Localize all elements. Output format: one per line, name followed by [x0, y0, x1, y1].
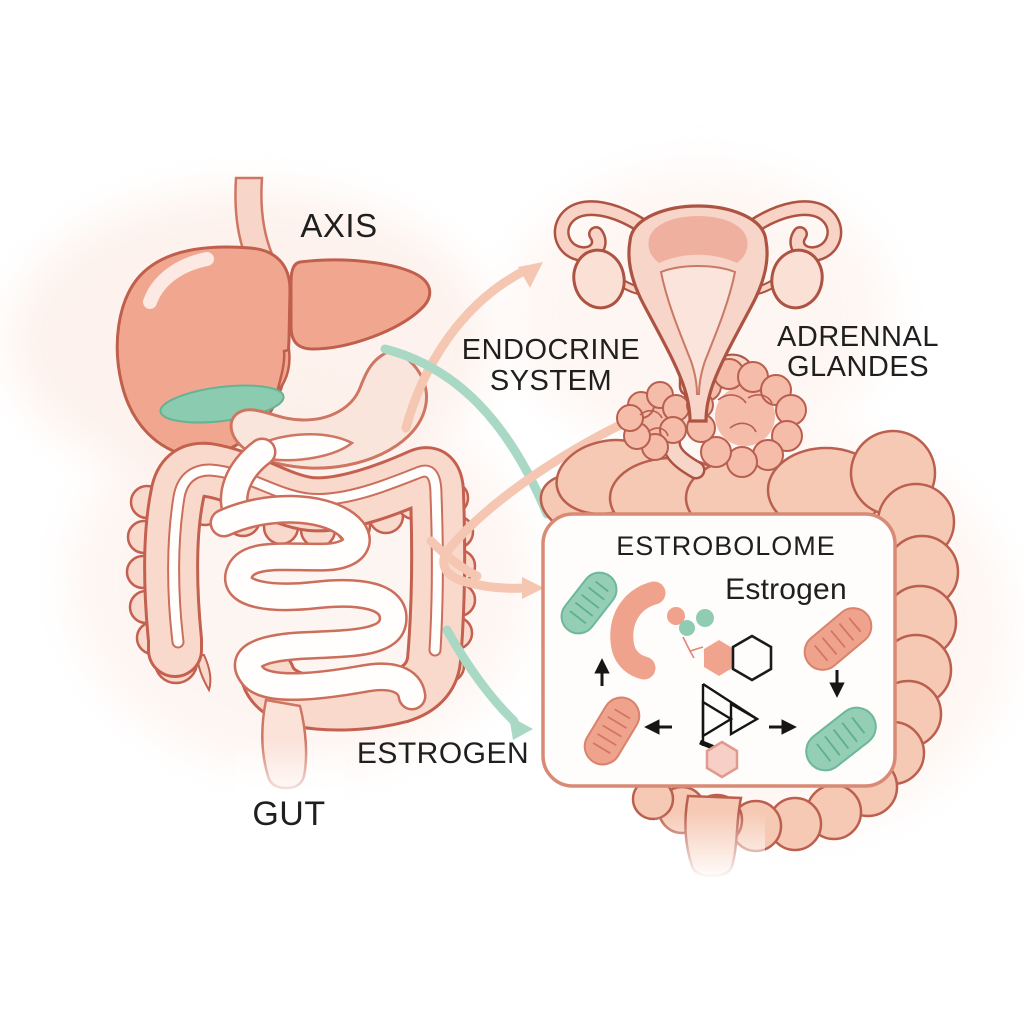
- adrenal-gland-squiggle-left: [616, 381, 690, 461]
- teal-arrowhead: [509, 716, 533, 740]
- uterus-fundus-band: [648, 216, 748, 263]
- estrogen-label-box: Estrogen: [725, 573, 847, 606]
- estrobolome-title: ESTROBOLOME: [616, 531, 836, 561]
- ovary-left: [572, 248, 626, 310]
- salmon-arrow-gut-to-uterus: [401, 267, 527, 433]
- estrogen-label: ESTROGEN: [356, 737, 530, 770]
- teal-dot: [696, 609, 714, 627]
- small-intestine: [209, 437, 427, 711]
- salmon-arrow-branch: [426, 536, 482, 581]
- uterus: [553, 200, 843, 423]
- salmon-arrow-to-box: [439, 404, 660, 593]
- endocrine-line2: SYSTEM: [489, 365, 613, 397]
- estrobolome-box: [541, 512, 897, 788]
- endocrine-system-label: ENDOCRINE SYSTEM: [462, 335, 641, 397]
- endocrine-line1: ENDOCRINE: [461, 334, 641, 366]
- cycle-arrows: [594, 658, 845, 735]
- liver-highlight: [143, 252, 214, 309]
- adrenal-line2: GLANDES: [786, 351, 930, 383]
- salmon-bacterium-bottom-left: [583, 696, 641, 766]
- salmon-arrowhead-up: [518, 262, 543, 288]
- teal-bacterium-top-left: [560, 571, 618, 635]
- salmon-arrowhead-right: [522, 577, 544, 599]
- axis-label: AXIS: [300, 207, 378, 244]
- teal-dot: [679, 620, 695, 636]
- black-hexagon-molecule: [731, 634, 773, 682]
- adrenal-glands-label: ADRENNAL GLANDES: [777, 322, 939, 382]
- bond-lines: [682, 636, 704, 659]
- rectum-right: [655, 794, 765, 892]
- salmon-crescent-bacterium: [610, 581, 666, 680]
- salmon-hexagon-molecule: [704, 640, 734, 676]
- uterus-cavity: [659, 265, 737, 395]
- gut-label: GUT: [252, 795, 326, 833]
- connector-arrows: [380, 262, 660, 740]
- ovary-right: [770, 248, 824, 310]
- pink-hexagon-molecule: [705, 740, 739, 779]
- teal-arrow-gut-to-box: [442, 625, 519, 726]
- large-intestine: [125, 441, 477, 732]
- rectum-left: [235, 698, 345, 815]
- salmon-dot: [667, 607, 685, 625]
- salmon-bacterium-right: [803, 607, 873, 671]
- teal-bacterium-bottom-right: [805, 706, 877, 772]
- adrenal-line1: ADRENNAL: [777, 321, 939, 353]
